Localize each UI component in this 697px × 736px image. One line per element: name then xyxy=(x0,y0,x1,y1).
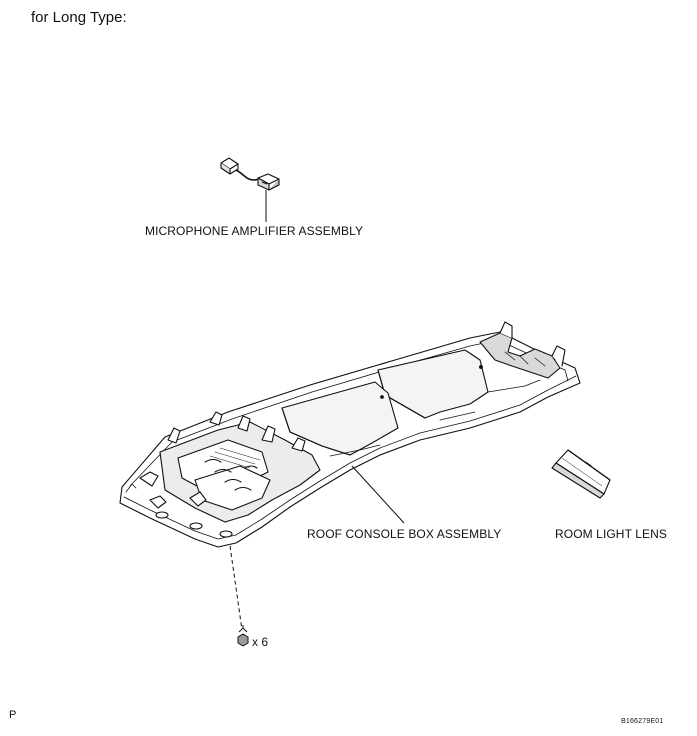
roof-console-box-part xyxy=(119,321,581,548)
corner-mark: P xyxy=(9,709,17,721)
room-light-lens-label: ROOM LIGHT LENS xyxy=(555,527,667,541)
room-light-lens-part xyxy=(551,449,611,499)
microphone-amplifier-part xyxy=(220,157,280,191)
page-heading: for Long Type: xyxy=(31,9,127,26)
screw-part xyxy=(237,625,249,647)
screw-quantity-label: x 6 xyxy=(252,635,269,649)
console-leader-line xyxy=(351,465,405,524)
screw-dashed-leader xyxy=(229,545,243,631)
roof-console-box-label: ROOF CONSOLE BOX ASSEMBLY xyxy=(307,527,502,541)
figure-code: B166279E01 xyxy=(621,718,664,725)
microphone-amplifier-label: MICROPHONE AMPLIFIER ASSEMBLY xyxy=(145,224,364,238)
